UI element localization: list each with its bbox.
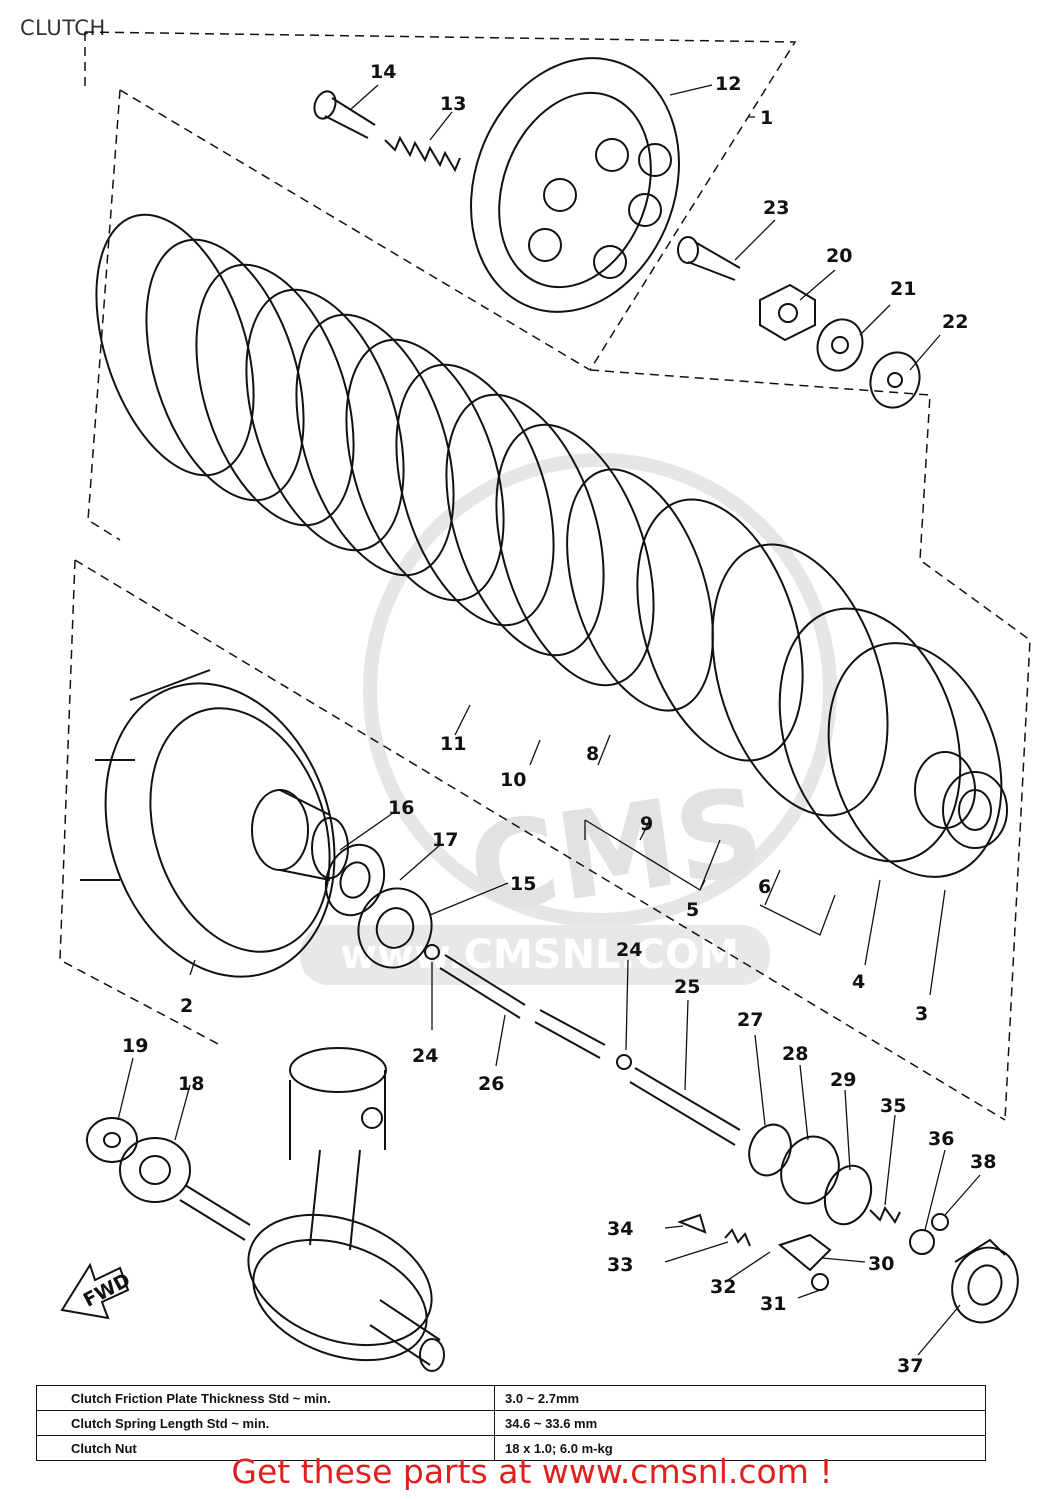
callout-3: 3 bbox=[915, 1003, 928, 1025]
callout-20: 20 bbox=[826, 245, 852, 267]
spec-value: 3.0 ~ 2.7mm bbox=[494, 1385, 986, 1411]
callout-11: 11 bbox=[440, 733, 466, 755]
callout-6: 6 bbox=[758, 876, 771, 898]
callout-22: 22 bbox=[942, 311, 968, 333]
callout-13: 13 bbox=[440, 93, 466, 115]
callout-24a: 24 bbox=[412, 1045, 438, 1067]
table-row: Clutch Friction Plate Thickness Std ~ mi… bbox=[36, 1385, 986, 1411]
callout-5: 5 bbox=[686, 899, 699, 921]
leader-lines bbox=[117, 84, 981, 1356]
callout-15: 15 bbox=[510, 873, 536, 895]
callout-30: 30 bbox=[868, 1253, 894, 1275]
callout-9: 9 bbox=[640, 813, 653, 835]
callout-28: 28 bbox=[782, 1043, 808, 1065]
callout-36: 36 bbox=[928, 1128, 954, 1150]
spec-value: 34.6 ~ 33.6 mm bbox=[494, 1410, 986, 1436]
callout-27: 27 bbox=[737, 1009, 763, 1031]
callout-34: 34 bbox=[607, 1218, 633, 1240]
callout-38: 38 bbox=[970, 1151, 996, 1173]
clutch-housing bbox=[80, 669, 349, 978]
spec-value: 18 x 1.0; 6.0 m-kg bbox=[494, 1435, 986, 1461]
callout-32: 32 bbox=[710, 1276, 736, 1298]
fwd-arrow: FWD bbox=[60, 1262, 134, 1320]
callout-21: 21 bbox=[890, 278, 916, 300]
callout-33: 33 bbox=[607, 1254, 633, 1276]
callout-35: 35 bbox=[880, 1095, 906, 1117]
nut-and-washers bbox=[677, 236, 921, 409]
callout-19: 19 bbox=[122, 1035, 148, 1057]
watermark-url: www.CMSNL.COM bbox=[340, 932, 739, 978]
push-rods bbox=[424, 944, 741, 1146]
callout-14: 14 bbox=[370, 61, 396, 83]
footer-link[interactable]: Get these parts at www.cmsnl.com ! bbox=[231, 1452, 833, 1491]
callout-17: 17 bbox=[432, 829, 458, 851]
callout-16: 16 bbox=[388, 797, 414, 819]
spec-label: Clutch Nut bbox=[36, 1435, 495, 1461]
page-title: CLUTCH bbox=[20, 16, 106, 40]
callout-labels: 1 2 3 4 5 6 8 9 10 11 12 13 14 15 16 17 … bbox=[122, 61, 996, 1377]
spec-label: Clutch Spring Length Std ~ min. bbox=[36, 1410, 495, 1436]
callout-4: 4 bbox=[852, 971, 865, 993]
callout-29: 29 bbox=[830, 1069, 856, 1091]
callout-31: 31 bbox=[760, 1293, 786, 1315]
callout-37: 37 bbox=[897, 1355, 923, 1377]
spec-table: Clutch Friction Plate Thickness Std ~ mi… bbox=[36, 1385, 986, 1461]
callout-26: 26 bbox=[478, 1073, 504, 1095]
crankshaft-assembly bbox=[86, 1047, 445, 1372]
pressure-plate bbox=[470, 57, 680, 313]
screw-and-spring bbox=[313, 90, 461, 173]
thrust-washers bbox=[324, 843, 433, 969]
callout-24b: 24 bbox=[616, 939, 642, 961]
callout-18: 18 bbox=[178, 1073, 204, 1095]
callout-1: 1 bbox=[760, 107, 773, 129]
callout-25: 25 bbox=[674, 976, 700, 998]
callout-12: 12 bbox=[715, 73, 741, 95]
callout-23: 23 bbox=[763, 197, 789, 219]
spec-label: Clutch Friction Plate Thickness Std ~ mi… bbox=[36, 1385, 495, 1411]
table-row: Clutch Spring Length Std ~ min. 34.6 ~ 3… bbox=[36, 1410, 986, 1436]
callout-8: 8 bbox=[586, 743, 599, 765]
callout-10: 10 bbox=[500, 769, 526, 791]
footer-banner: Get these parts at www.cmsnl.com ! bbox=[0, 1452, 1064, 1491]
callout-2: 2 bbox=[180, 995, 193, 1017]
table-row: Clutch Nut 18 x 1.0; 6.0 m-kg bbox=[36, 1435, 986, 1461]
release-mechanism bbox=[677, 1123, 1019, 1324]
plate-stack bbox=[95, 213, 1008, 878]
group-outlines bbox=[59, 31, 1031, 1121]
